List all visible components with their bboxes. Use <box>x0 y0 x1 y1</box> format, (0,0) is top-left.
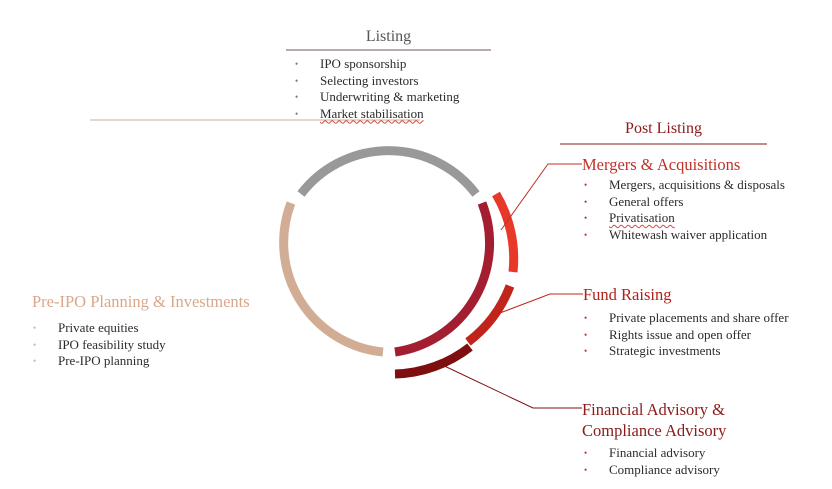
list-item: Mergers, acquisitions & disposals <box>584 177 785 194</box>
list-item: Whitewash waiver application <box>584 227 785 244</box>
listing-arc <box>297 146 480 197</box>
list-item: Compliance advisory <box>584 462 720 479</box>
fund-raising-arc <box>465 284 515 346</box>
mergers-arc <box>492 191 519 273</box>
listing-title: Listing <box>365 28 412 45</box>
listing-list: IPO sponsorship Selecting investors Unde… <box>295 56 459 122</box>
list-item: Selecting investors <box>295 73 459 90</box>
advisory-title-line1: Financial Advisory & <box>582 400 725 419</box>
advisory-title-line2: Compliance Advisory <box>582 421 727 440</box>
fund-raising-list: Private placements and share offer Right… <box>584 310 789 360</box>
pre-ipo-title: Pre-IPO Planning & Investments <box>32 292 250 311</box>
list-item: Pre-IPO planning <box>33 353 166 370</box>
list-item: Financial advisory <box>584 445 720 462</box>
mergers-list: Mergers, acquisitions & disposals Genera… <box>584 177 785 243</box>
list-item: Underwriting & marketing <box>295 89 459 106</box>
pre-ipo-list: Private equities IPO feasibility study P… <box>33 320 166 370</box>
list-item: Private equities <box>33 320 166 337</box>
advisory-list: Financial advisory Compliance advisory <box>584 445 720 478</box>
list-item: General offers <box>584 194 785 211</box>
advisory-title: Financial Advisory & Compliance Advisory <box>582 399 726 441</box>
fund-raising-title: Fund Raising <box>583 285 672 304</box>
post-listing-title: Post Listing <box>625 120 702 137</box>
list-item: Privatisation <box>584 210 785 227</box>
fund-raising-connector <box>491 293 583 317</box>
list-item-text: Market stabilisation <box>320 105 424 121</box>
pre-ipo-arc <box>279 201 384 357</box>
list-item-text: Privatisation <box>609 210 675 225</box>
mergers-connector <box>500 163 582 231</box>
list-item: Market stabilisation <box>295 106 459 123</box>
list-item: Private placements and share offer <box>584 310 789 327</box>
advisory-connector <box>435 361 582 409</box>
mergers-title: Mergers & Acquisitions <box>582 155 741 174</box>
list-item: IPO feasibility study <box>33 337 166 354</box>
advisory-arc <box>394 343 473 379</box>
list-item: Rights issue and open offer <box>584 327 789 344</box>
post-listing-arc <box>394 201 495 357</box>
list-item: Strategic investments <box>584 343 789 360</box>
list-item: IPO sponsorship <box>295 56 459 73</box>
